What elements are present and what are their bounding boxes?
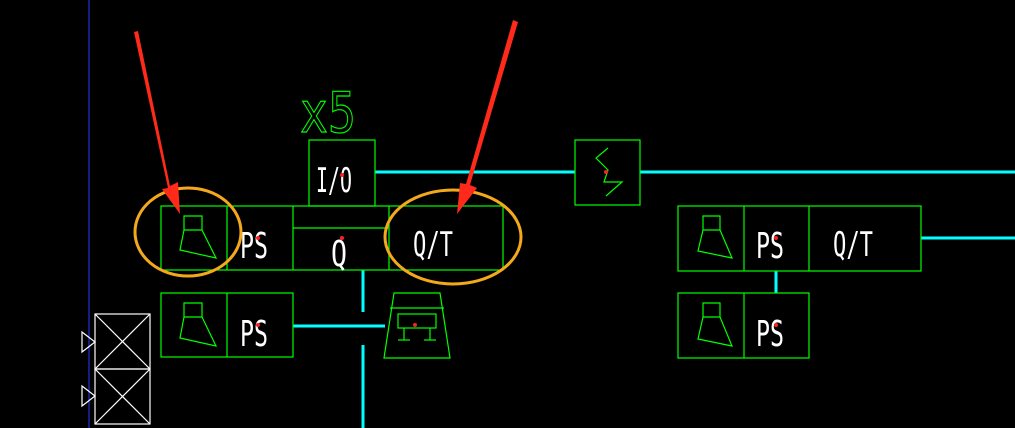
- ps-label: PS: [756, 226, 784, 267]
- pipe-network: [293, 170, 1015, 428]
- marker: [256, 323, 260, 327]
- marker: [256, 236, 260, 240]
- insertion-markers: [256, 170, 778, 327]
- right-top-block: [677, 205, 922, 272]
- trapezoid-device-icon: [383, 292, 451, 359]
- ps-label: PS: [240, 226, 268, 267]
- multiplier-label: x5: [300, 81, 356, 146]
- highlight-circle-right: [383, 188, 523, 286]
- q-label: Q: [331, 234, 347, 275]
- left-bottom-block: [160, 292, 294, 358]
- qt-label-right: Q/T: [833, 225, 873, 265]
- wave-symbol-icon: [595, 147, 624, 197]
- marker: [604, 170, 608, 174]
- ps-label: PS: [756, 314, 784, 355]
- ps-label: PS: [240, 314, 268, 355]
- io-block: [308, 139, 376, 207]
- io-label: I/O: [316, 161, 352, 201]
- right-bottom-block: [677, 292, 810, 359]
- marker: [413, 323, 417, 327]
- marker: [774, 323, 778, 327]
- qt-label-left: Q/T: [413, 225, 453, 265]
- marker: [774, 236, 778, 240]
- wave-block: [574, 139, 641, 206]
- marker: [340, 236, 344, 240]
- arrow-left: [134, 31, 180, 214]
- speaker-bracket-icon: [179, 215, 218, 259]
- speaker-bracket-icon: [697, 302, 733, 347]
- arrow-right: [457, 20, 518, 214]
- speaker-bracket-icon: [179, 302, 218, 347]
- speaker-bracket-icon: [697, 215, 734, 259]
- annotation-arrows: [134, 20, 518, 214]
- highlight-circle-left: [133, 186, 243, 278]
- marker: [340, 173, 344, 177]
- terminal-box-icon: [81, 313, 151, 425]
